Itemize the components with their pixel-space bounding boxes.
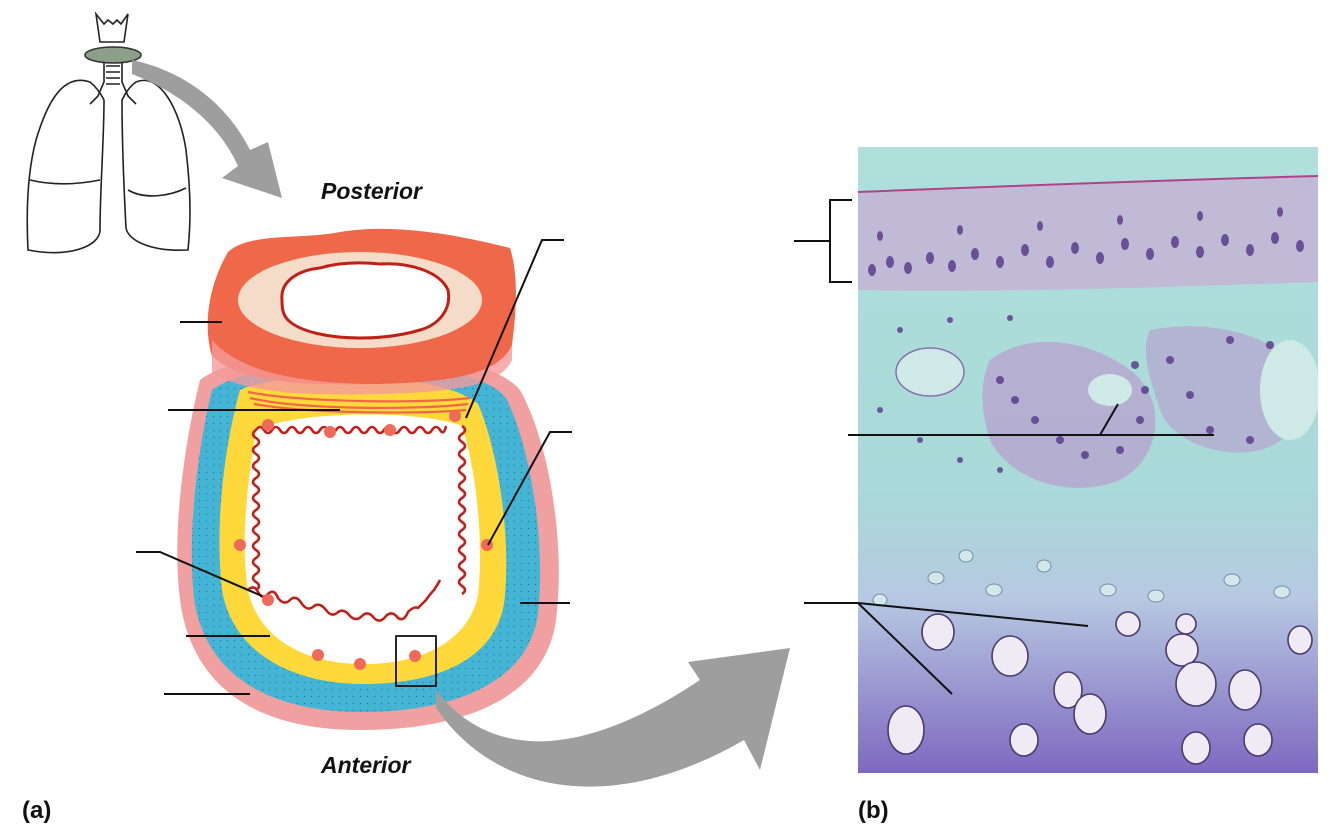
panel-label-b: (b) bbox=[858, 797, 889, 824]
curved-arrow-icon bbox=[132, 60, 282, 198]
zoom-region-box bbox=[395, 635, 437, 687]
curved-arrow-icon bbox=[436, 648, 790, 787]
tracheal-wall-micrograph bbox=[858, 147, 1318, 773]
panel-label-a: (a) bbox=[22, 797, 51, 824]
trachealis-muscle-fibers bbox=[247, 390, 471, 414]
anterior-label: Anterior bbox=[320, 752, 412, 778]
leader-lines-panel-a bbox=[136, 239, 572, 695]
tracheal-lumen bbox=[244, 414, 481, 664]
trachea-cross-section bbox=[177, 228, 559, 730]
esophagus-lumen bbox=[280, 261, 451, 340]
lungs-trachea-outline-icon bbox=[26, 11, 191, 254]
leader-lines-panel-b bbox=[794, 199, 1214, 695]
seromucous-glands bbox=[234, 410, 493, 670]
posterior-label: Posterior bbox=[321, 178, 423, 204]
mucosa-lining bbox=[247, 424, 467, 622]
